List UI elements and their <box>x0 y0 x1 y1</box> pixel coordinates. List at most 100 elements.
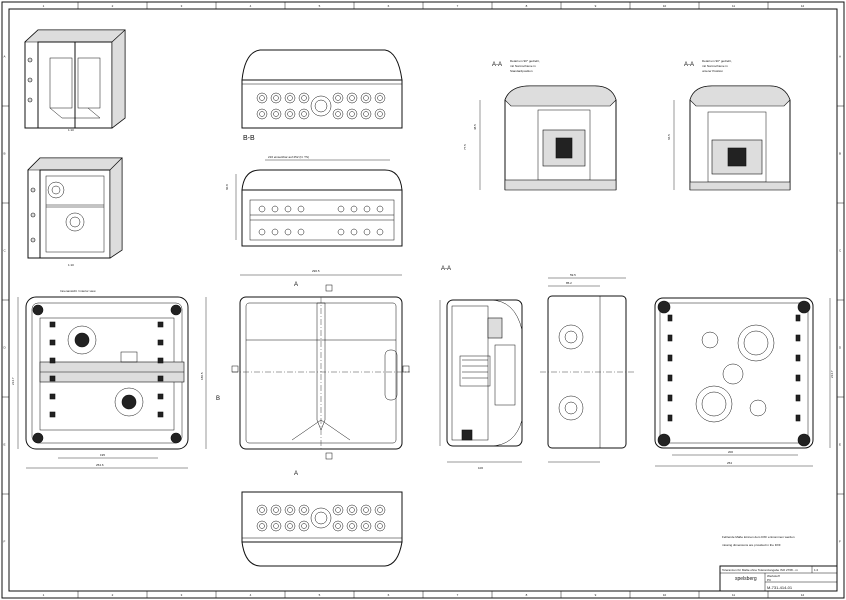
section-bb-view: 216 einsetzbar auf 252 (N. TS) 60.8 <box>225 155 403 247</box>
knockout <box>49 411 56 418</box>
section-a-top-marker <box>325 284 333 292</box>
zone-label-left: E <box>4 443 6 447</box>
zone-label-top: 3 <box>181 4 183 8</box>
cable-gland <box>270 92 282 104</box>
section-aa-title: A-A <box>441 266 451 272</box>
cable-gland <box>270 504 282 516</box>
mounting-hole <box>337 228 345 236</box>
bottom-view-glands <box>241 491 403 567</box>
cable-gland <box>270 108 282 120</box>
detail-right-note2: mit Normschiene in <box>702 64 728 68</box>
zone-label-left: D <box>4 346 7 350</box>
zone-label-left: B <box>4 152 6 156</box>
cable-gland-large <box>310 507 332 529</box>
cable-gland <box>270 520 282 532</box>
zone-label-left: C <box>4 249 7 253</box>
cable-gland <box>256 504 268 516</box>
cable-gland <box>360 520 372 532</box>
zone-label-left: F <box>4 540 6 544</box>
front-view: 296.5 A B A 180.5 <box>200 269 410 477</box>
interior-view: Innenansicht / interior view 195 254.6 2… <box>11 289 189 469</box>
zone-label-bottom: 6 <box>388 593 390 597</box>
rear-rib <box>667 394 673 402</box>
cable-gland <box>332 504 344 516</box>
front-height-dim: 180.5 <box>200 372 204 380</box>
rear-height: 214.7 <box>830 370 834 378</box>
zone-label-right: F <box>839 540 841 544</box>
knockout <box>157 339 164 346</box>
mounting-hole <box>297 228 305 236</box>
side-depth-2: 85.2 <box>566 281 572 285</box>
zone-label-bottom: 10 <box>663 593 667 597</box>
zone-label-bottom: 2 <box>112 593 114 597</box>
knockout <box>157 375 164 382</box>
section-a-bottom-marker <box>325 452 333 460</box>
cable-gland <box>374 504 386 516</box>
knockout <box>157 357 164 364</box>
tolerance-note: Toleranzen für Maße ohne Toleranzangabe … <box>722 568 798 572</box>
zone-label-top: 5 <box>319 4 321 8</box>
material-label: Werkstoff <box>767 574 780 578</box>
zone-label-right: C <box>839 249 842 253</box>
zone-label-top: 2 <box>112 4 114 8</box>
detail-right-note1: Detail um 90° gedreht, <box>702 59 732 63</box>
rear-view: 200 254 214.7 <box>654 297 834 467</box>
cable-gland <box>256 92 268 104</box>
rear-rib <box>667 334 673 342</box>
cable-gland <box>374 520 386 532</box>
cable-gland <box>284 108 296 120</box>
iso-scale-1: 1:10 <box>68 128 74 132</box>
knockout <box>157 411 164 418</box>
mounting-hole <box>297 205 305 213</box>
zone-label-right: E <box>839 443 841 447</box>
rear-rib <box>795 354 801 362</box>
mounting-hole <box>350 205 358 213</box>
cable-gland <box>374 108 386 120</box>
mounting-hole <box>376 205 384 213</box>
mounting-hole <box>284 205 292 213</box>
interior-width-1: 195 <box>100 453 105 457</box>
knockout <box>49 393 56 400</box>
cable-gland <box>284 504 296 516</box>
cable-gland <box>298 504 310 516</box>
detail-left-note2: mit Normschiene in <box>510 64 536 68</box>
cable-gland <box>346 92 358 104</box>
mounting-hole <box>376 228 384 236</box>
section-b-left-label: B <box>216 396 220 402</box>
cable-gland <box>298 108 310 120</box>
section-b-left-marker <box>231 365 239 373</box>
knockout <box>49 375 56 382</box>
zone-label-bottom: 11 <box>732 593 735 597</box>
detail-left-h2: 77.5 <box>463 144 467 150</box>
zone-label-top: 1 <box>43 4 45 8</box>
cable-gland <box>360 108 372 120</box>
rear-rib <box>667 314 673 322</box>
zone-label-bottom: 12 <box>801 593 805 597</box>
zone-label-bottom: 4 <box>250 593 252 597</box>
zone-label-top: 7 <box>457 4 459 8</box>
rear-rib <box>795 394 801 402</box>
scale-value: 1:2 <box>814 568 819 572</box>
iso-view-closed: 1:10 <box>24 29 126 132</box>
iso-view-open: 1:10 <box>27 157 123 267</box>
detail-left-title: A-A <box>492 62 502 68</box>
zone-label-right: D <box>839 346 842 350</box>
bb-height-dim: 60.8 <box>225 184 229 190</box>
mounting-hole <box>350 228 358 236</box>
side-view: 59.5 85.2 <box>540 273 634 463</box>
detail-left-note3: Standardposition <box>510 69 533 73</box>
cable-gland <box>346 520 358 532</box>
interior-height: 214.7 <box>11 377 15 385</box>
mounting-hole <box>363 228 371 236</box>
cable-gland <box>374 92 386 104</box>
rear-rib <box>795 414 801 422</box>
cable-gland <box>298 92 310 104</box>
side-depth-1: 59.5 <box>570 273 576 277</box>
section-aa-view: A-A 106 <box>439 266 523 470</box>
mounting-hole <box>258 205 266 213</box>
knockout <box>157 321 164 328</box>
section-a-bottom-label: A <box>294 471 298 477</box>
note-english: missing dimensions are provided in the D… <box>722 543 781 547</box>
material-value: PC <box>767 578 772 582</box>
